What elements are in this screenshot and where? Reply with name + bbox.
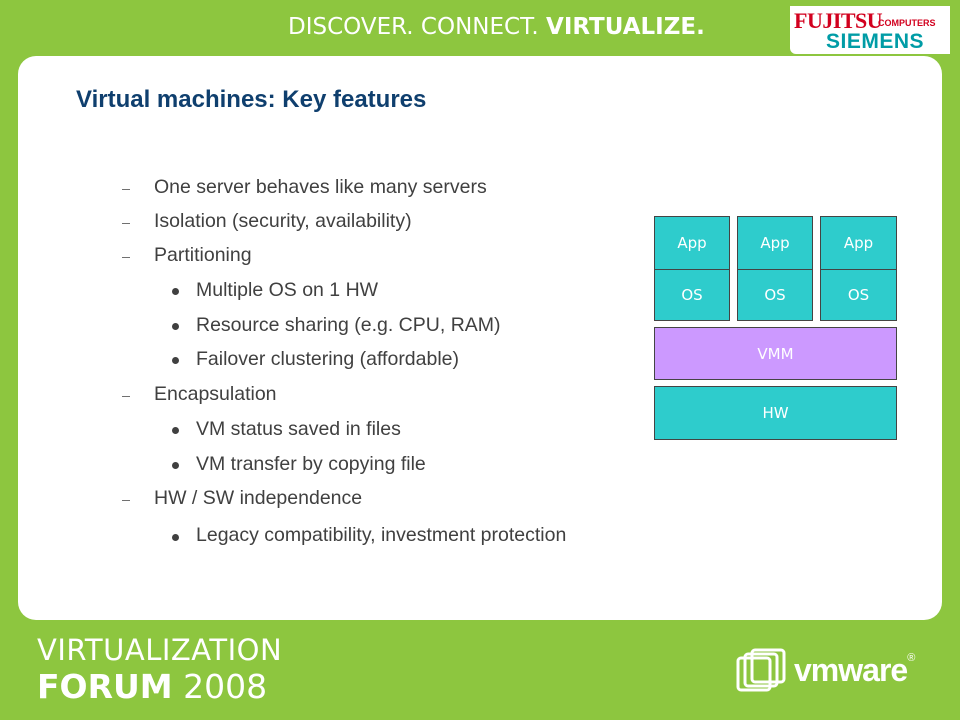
dash-marker — [122, 223, 130, 224]
list-item: HW / SW independence — [154, 487, 363, 509]
app-label: App — [843, 234, 874, 252]
os-label: OS — [681, 286, 703, 304]
dash-marker — [122, 500, 130, 501]
dash-marker — [122, 257, 130, 258]
app-box-3: App — [820, 216, 897, 270]
dash-marker — [122, 396, 130, 397]
forum-line2: FORUM 2008 — [37, 670, 282, 703]
list-item: VM status saved in files — [196, 418, 401, 440]
vmware-logo: vmware® — [736, 648, 916, 694]
list-item: Failover clustering (affordable) — [196, 348, 460, 370]
forum-word: FORUM — [37, 667, 173, 706]
hw-label: HW — [762, 404, 789, 422]
list-item: VM transfer by copying file — [196, 453, 426, 475]
list-item: Encapsulation — [154, 383, 277, 405]
hw-layer: HW — [654, 386, 897, 440]
app-box-1: App — [654, 216, 730, 270]
bullet-dot — [172, 534, 179, 541]
list-item: Resource sharing (e.g. CPU, RAM) — [196, 314, 501, 336]
os-label: OS — [847, 286, 870, 304]
app-box-2: App — [737, 216, 813, 270]
bullet-dot — [172, 462, 179, 469]
os-box-2: OS — [737, 269, 813, 321]
tagline-connect: CONNECT. — [420, 14, 539, 40]
os-box-1: OS — [654, 269, 730, 321]
forum-line1: VIRTUALIZATION — [37, 633, 283, 667]
tagline-discover: DISCOVER. — [288, 14, 414, 40]
bullet-dot — [172, 427, 179, 434]
list-item: Partitioning — [154, 244, 252, 266]
bullet-dot — [172, 323, 179, 330]
bullet-dot — [172, 288, 179, 295]
os-label: OS — [764, 286, 786, 304]
list-item: Multiple OS on 1 HW — [196, 279, 379, 301]
forum-year: 2008 — [183, 667, 268, 706]
logo-computers-text: COMPUTERS — [878, 18, 936, 28]
list-item: One server behaves like many servers — [154, 176, 487, 198]
dash-marker — [122, 189, 130, 190]
header-tagline: DISCOVER. CONNECT. VIRTUALIZE. — [288, 14, 705, 40]
logo-siemens-text: SIEMENS — [826, 30, 925, 53]
list-item: Legacy compatibility, investment protect… — [196, 524, 567, 546]
app-label: App — [760, 234, 790, 252]
vmm-label: VMM — [757, 344, 794, 363]
app-label: App — [677, 234, 707, 252]
vmware-wordmark-text: vmware — [794, 652, 908, 688]
os-box-3: OS — [820, 269, 897, 321]
bullet-dot — [172, 357, 179, 364]
vmware-wordmark: vmware® — [794, 652, 915, 688]
tagline-virtualize: VIRTUALIZE. — [546, 14, 705, 40]
logo-fujitsu-text: FUJITSU — [794, 8, 883, 33]
vmm-layer: VMM — [654, 327, 897, 380]
forum-logo: VIRTUALIZATION FORUM 2008 — [37, 633, 283, 704]
vmware-squares-icon — [736, 648, 786, 692]
slide-title: Virtual machines: Key features — [76, 86, 427, 113]
list-item: Isolation (security, availability) — [154, 210, 412, 232]
fujitsu-siemens-logo: FUJITSU COMPUTERS SIEMENS — [790, 6, 950, 54]
